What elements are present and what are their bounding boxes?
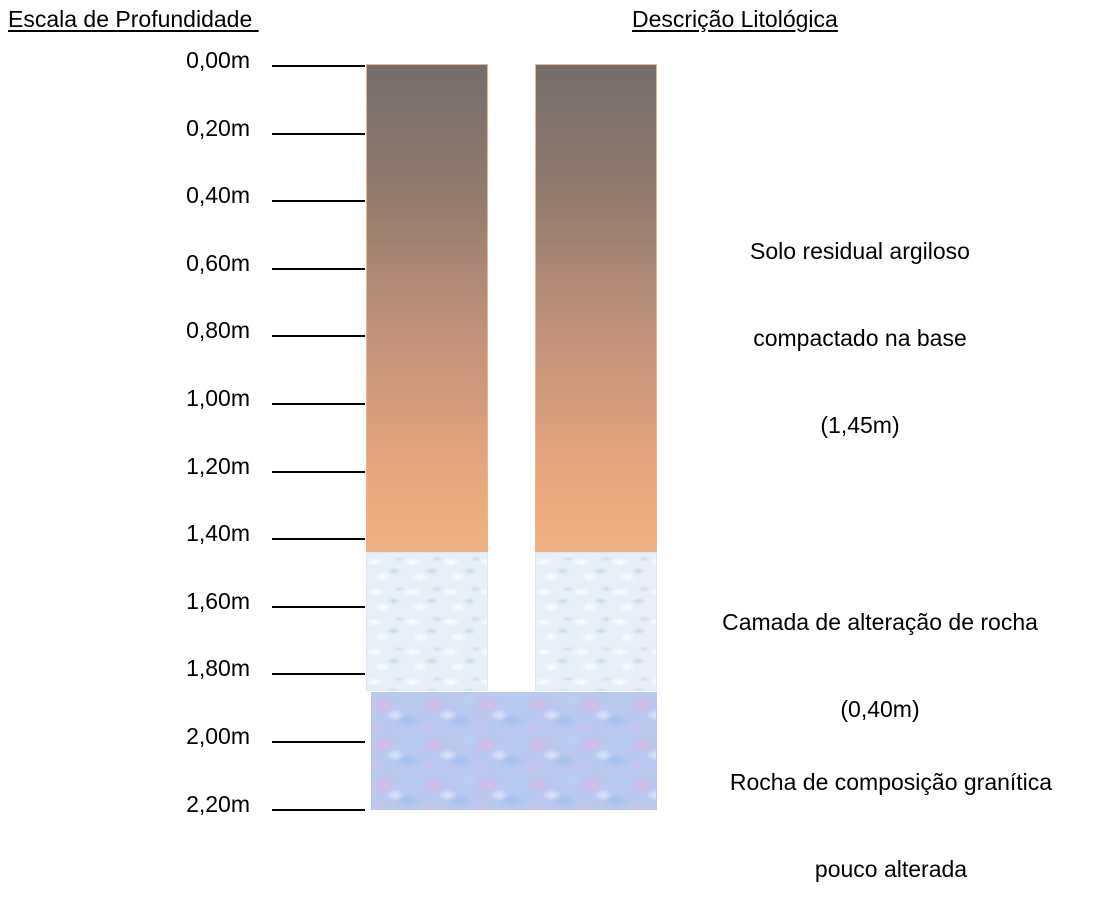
depth-tick-label: 0,00m — [186, 47, 250, 73]
depth-tick-label: 1,80m — [186, 655, 250, 681]
description-line: Solo residual argiloso — [750, 238, 970, 264]
depth-tick-line — [272, 133, 365, 135]
depth-tick-line — [272, 741, 365, 743]
depth-tick-label: 1,20m — [186, 453, 250, 479]
granitic-rock-layer — [371, 692, 657, 810]
depth-tick-label: 2,20m — [186, 791, 250, 817]
depth-tick-label: 0,20m — [186, 115, 250, 141]
depth-tick-line — [272, 673, 365, 675]
depth-tick-label: 1,40m — [186, 520, 250, 546]
description-line: Rocha de composição granítica — [729, 769, 1053, 795]
description-line: compactado na base — [753, 325, 967, 351]
depth-tick-label: 1,00m — [186, 385, 250, 411]
depth-tick-label: 2,00m — [186, 723, 250, 749]
soil-layer-left — [366, 64, 488, 552]
depth-tick-line — [272, 200, 365, 202]
description-soil: Solo residual argiloso compactado na bas… — [690, 179, 1030, 469]
depth-tick-line — [272, 809, 365, 811]
soil-layer-right — [535, 64, 657, 552]
depth-tick-line — [272, 606, 365, 608]
weathered-rock-layer-right — [535, 552, 657, 691]
description-line: (1,45m) — [820, 412, 900, 438]
description-line: (0,40m) — [840, 696, 920, 722]
lithology-header: Descrição Litológica — [632, 6, 838, 32]
depth-tick-line — [272, 538, 365, 540]
depth-tick-label: 1,60m — [186, 588, 250, 614]
weathered-rock-layer-left — [366, 552, 488, 691]
depth-tick-line — [272, 65, 365, 67]
description-weathered: Camada de alteração de rocha (0,40m) — [660, 550, 1100, 753]
depth-tick-line — [272, 471, 365, 473]
depth-tick-line — [272, 268, 365, 270]
depth-tick-line — [272, 335, 365, 337]
depth-tick-label: 0,40m — [186, 182, 250, 208]
description-line: Camada de alteração de rocha — [722, 609, 1038, 635]
depth-tick-label: 0,80m — [186, 317, 250, 343]
depth-scale-header: Escala de Profundidade — [8, 6, 259, 32]
depth-tick-line — [272, 403, 365, 405]
description-rock: Rocha de composição granítica pouco alte… — [676, 710, 1106, 913]
description-line: pouco alterada — [814, 856, 968, 882]
depth-tick-label: 0,60m — [186, 250, 250, 276]
